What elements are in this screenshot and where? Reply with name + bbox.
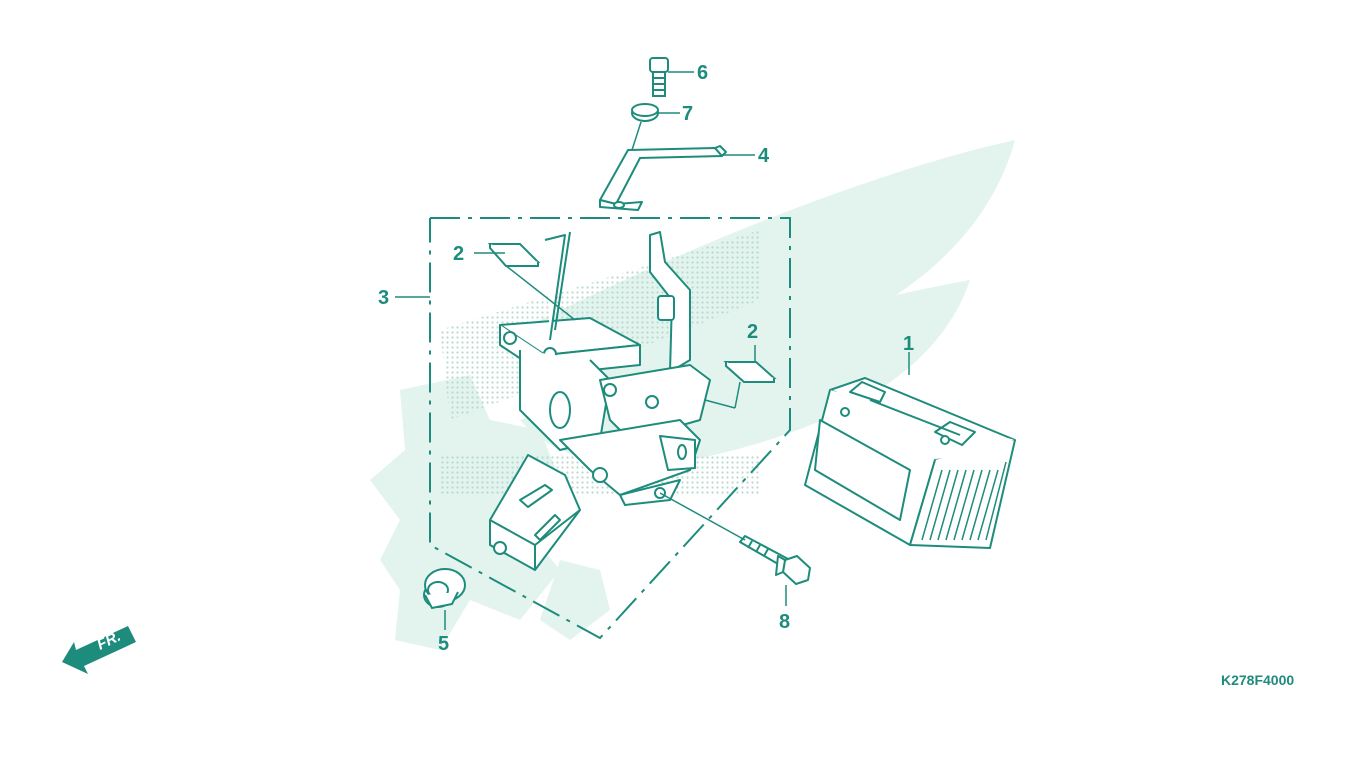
callout-1: 1 bbox=[903, 333, 914, 355]
callout-8: 8 bbox=[779, 611, 790, 633]
callout-5: 5 bbox=[438, 633, 449, 655]
nut-part-7 bbox=[631, 103, 659, 122]
diagram-code: K278F4000 bbox=[1221, 672, 1294, 688]
callout-3: 3 bbox=[378, 287, 389, 309]
pad-part-2-right bbox=[723, 361, 777, 383]
grommet-part-5 bbox=[423, 568, 466, 610]
bracket-part-4 bbox=[599, 145, 727, 211]
callout-7: 7 bbox=[682, 103, 693, 125]
callout-2-upper: 2 bbox=[453, 243, 464, 265]
bolt-part-6 bbox=[649, 57, 669, 97]
battery-box-part-3 bbox=[489, 231, 711, 571]
callout-4: 4 bbox=[758, 145, 770, 167]
leader-lines bbox=[395, 71, 910, 630]
front-arrow-icon: FR. bbox=[62, 626, 136, 674]
callout-6: 6 bbox=[697, 62, 708, 84]
battery-part-1 bbox=[804, 377, 1016, 549]
callout-2-right: 2 bbox=[747, 321, 758, 343]
center-line bbox=[631, 121, 642, 151]
flange-bolt-part-8 bbox=[739, 535, 811, 585]
pad-part-2-upper bbox=[487, 243, 541, 267]
assembly-boundary bbox=[429, 217, 791, 640]
